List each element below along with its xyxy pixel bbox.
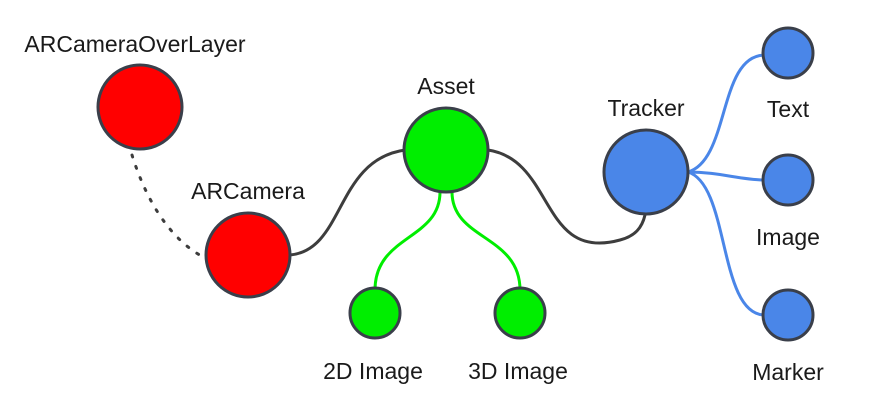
node-asset[interactable] — [402, 106, 490, 194]
edge-tracker-to-text — [687, 53, 766, 174]
edge-tracker-to-marker — [687, 170, 766, 317]
node-arcamera-overlayer[interactable] — [96, 63, 184, 151]
edge-tracker-to-image — [687, 170, 766, 182]
edge-asset-to-tracker — [487, 148, 647, 245]
edge-asset-to-3d-image — [450, 191, 522, 291]
node-text[interactable] — [761, 26, 815, 80]
edge-asset-to-2d-image — [373, 191, 442, 291]
node-image[interactable] — [761, 153, 815, 207]
edge-overlayer-to-arcamera — [130, 153, 207, 260]
label-asset: Asset — [417, 73, 475, 99]
label-tracker: Tracker — [607, 95, 684, 121]
labels: ARCameraOverLayer ARCamera Asset 2D Imag… — [24, 31, 824, 385]
node-arcamera[interactable] — [204, 211, 292, 299]
label-arcamera: ARCamera — [191, 178, 305, 204]
node-3d-image[interactable] — [493, 286, 547, 340]
label-3d-image: 3D Image — [468, 358, 568, 384]
node-marker[interactable] — [761, 288, 815, 342]
nodes — [96, 26, 815, 342]
edges — [130, 53, 766, 317]
label-image: Image — [756, 224, 820, 250]
label-arcamera-overlayer: ARCameraOverLayer — [24, 31, 245, 57]
label-2d-image: 2D Image — [323, 358, 423, 384]
node-2d-image[interactable] — [348, 286, 402, 340]
node-tracker[interactable] — [602, 128, 690, 216]
label-text: Text — [767, 96, 810, 122]
label-marker: Marker — [752, 359, 824, 385]
edge-arcamera-to-asset — [289, 148, 406, 257]
